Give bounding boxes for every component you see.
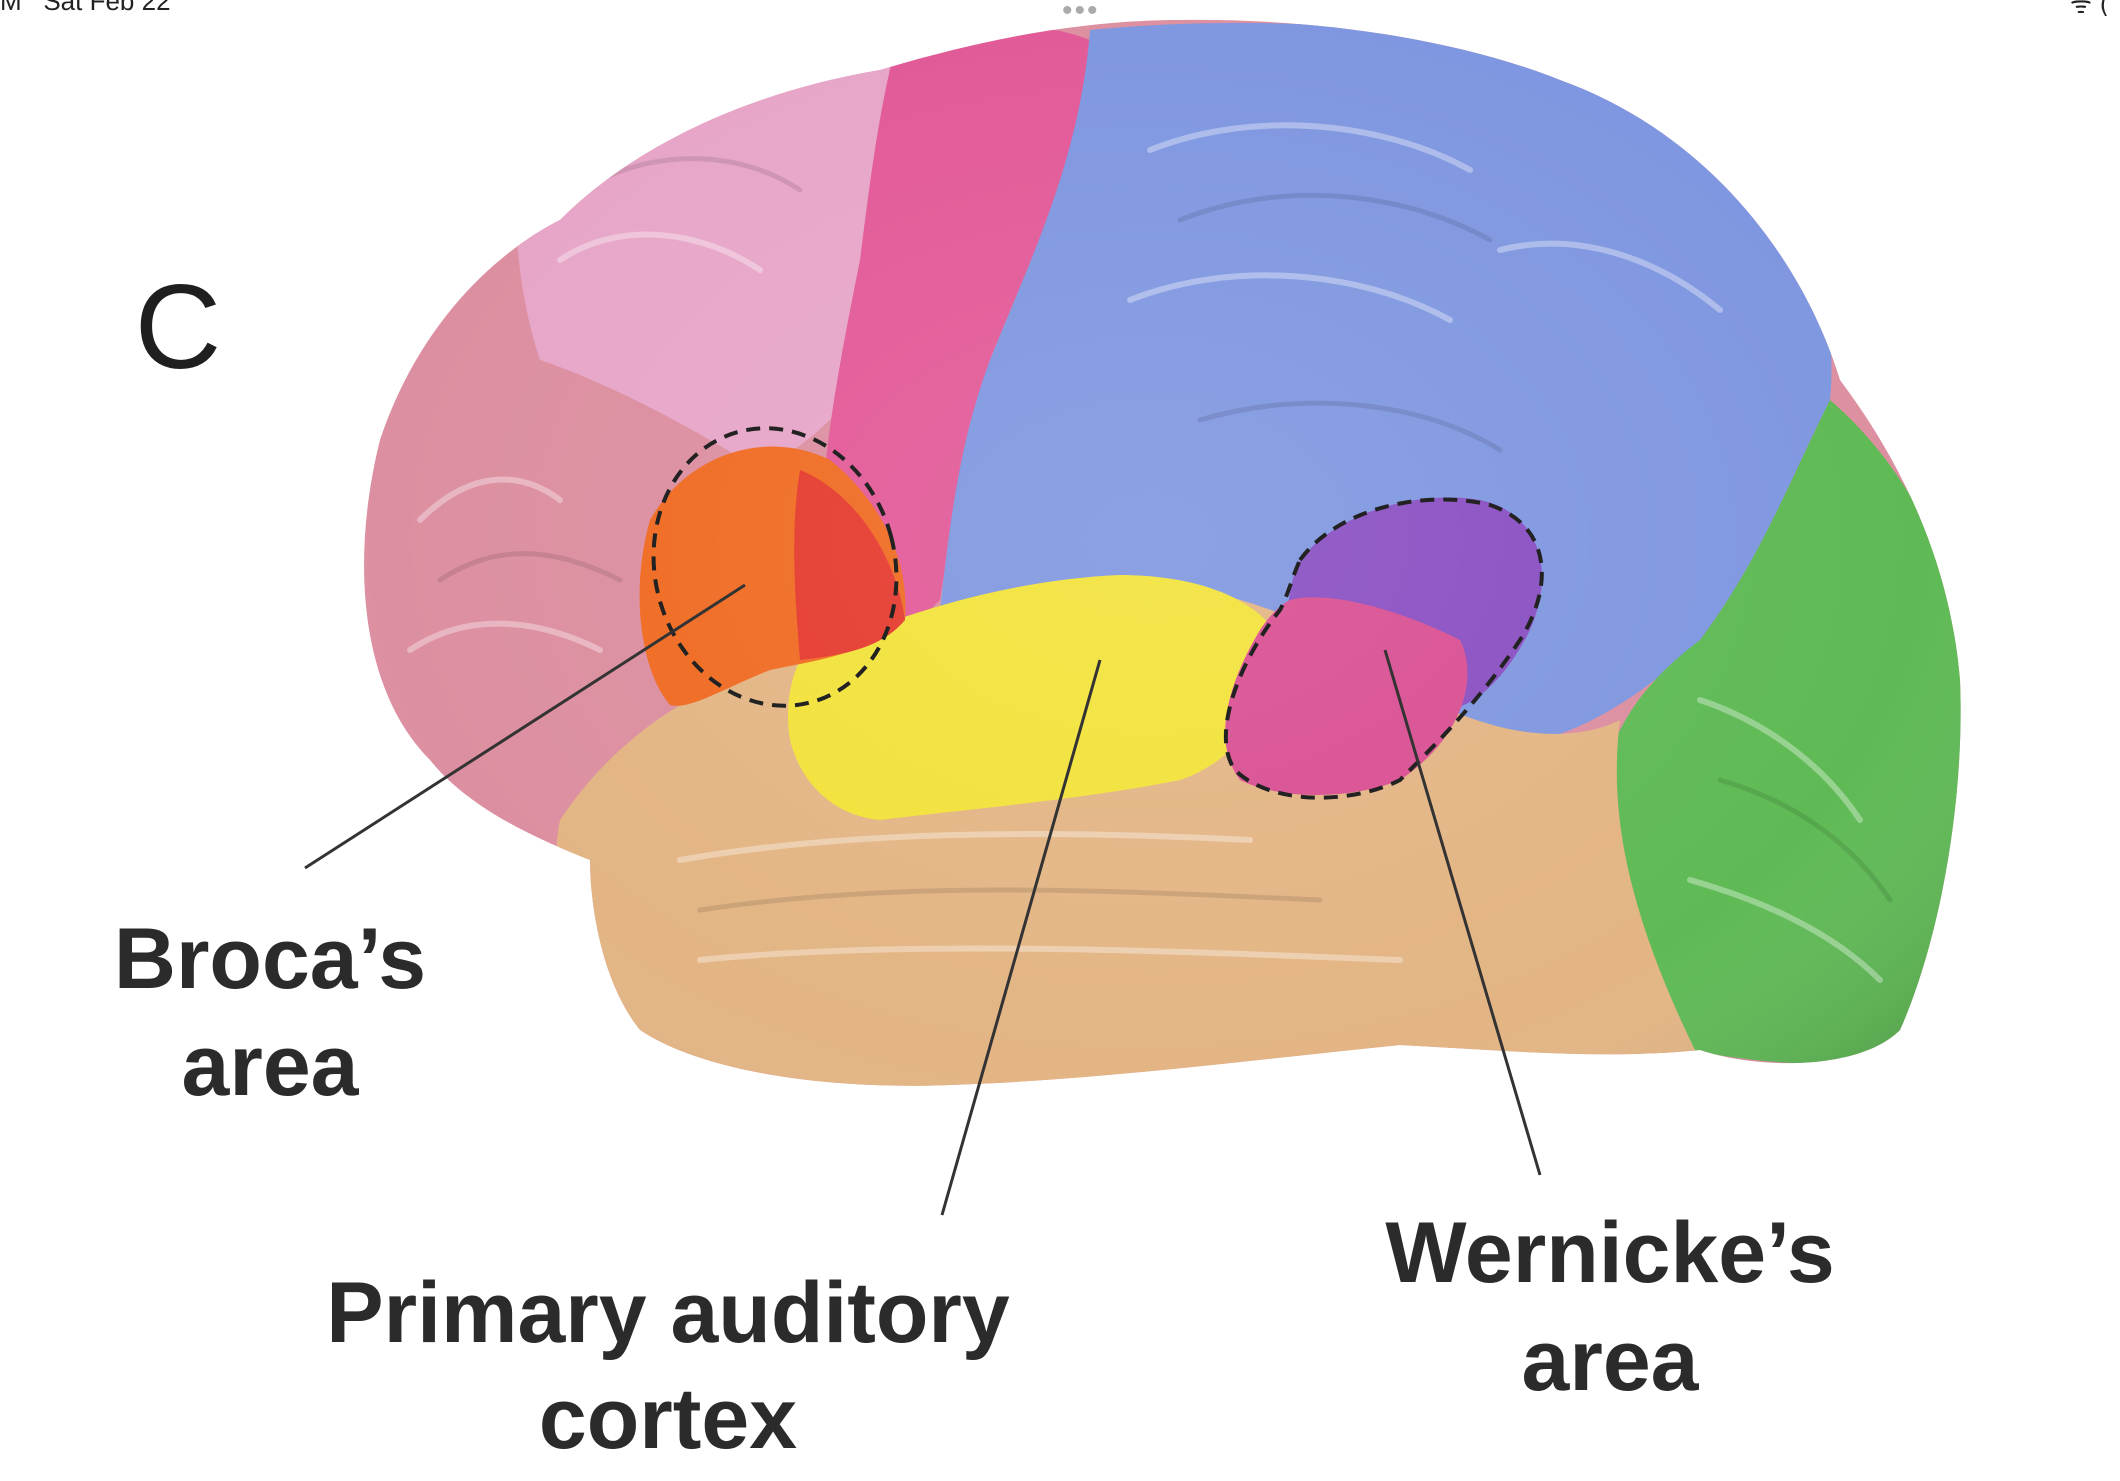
wernicke-dashed-outline: [1223, 497, 1544, 800]
auditory-label-line1: Primary auditory: [326, 1265, 1010, 1361]
broca-label-line2: area: [182, 1018, 360, 1114]
broca-leader-line: [304, 583, 746, 870]
multitasking-dots-icon[interactable]: •••: [1062, 0, 1100, 27]
wernicke-label-line2: area: [1522, 1313, 1700, 1409]
auditory-label-line2: cortex: [539, 1371, 797, 1467]
auditory-leader-line: [940, 659, 1102, 1216]
broca-dashed-outline: [651, 426, 899, 708]
brain-illustration: [364, 19, 1961, 1086]
wernicke-label-line1: Wernicke’s: [1385, 1205, 1834, 1301]
gyri-shadow-lines: [437, 156, 1893, 913]
brain-shading: [364, 19, 1961, 1086]
broca-label-line1: Broca’s: [114, 911, 426, 1007]
panel-letter: C: [135, 260, 222, 394]
gyri-lines: [407, 122, 1883, 983]
wifi-battery-icon: ᯤ (: [2070, 0, 2109, 19]
wernicke-leader-line: [1383, 649, 1542, 1176]
status-bar-time-date: M Sat Feb 22: [0, 0, 171, 16]
